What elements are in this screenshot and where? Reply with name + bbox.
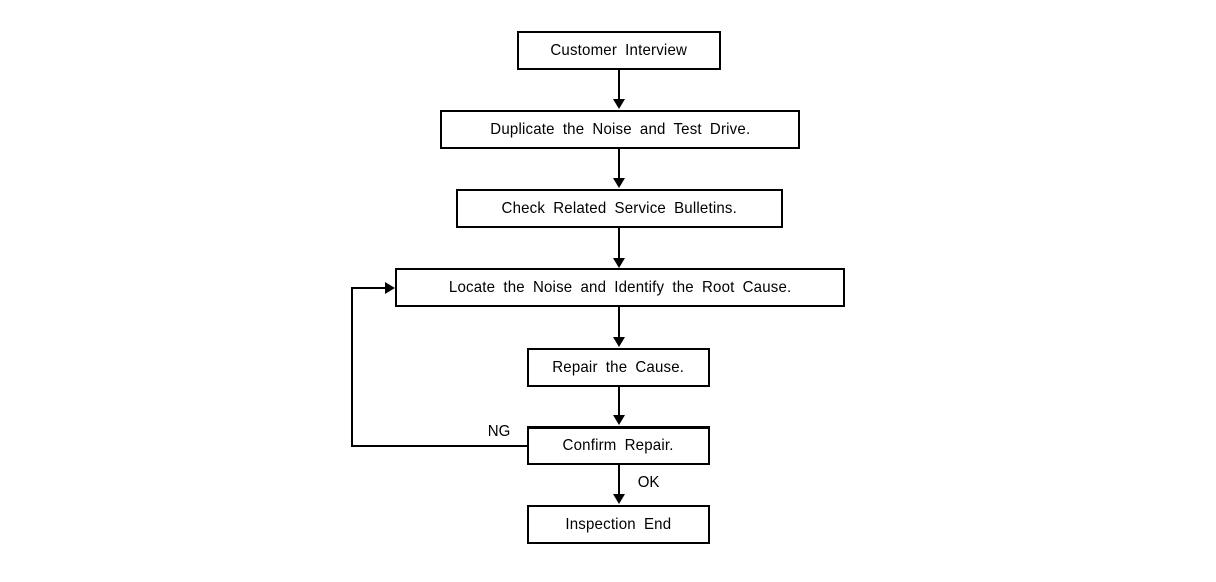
node-label: Inspection End: [565, 515, 672, 533]
node-label: Repair the Cause.: [552, 358, 685, 376]
arrowhead-down-icon: [613, 99, 625, 109]
connector-locate-to-repair: [618, 307, 620, 339]
arrowhead-down-icon: [613, 178, 625, 188]
node-label: Locate the Noise and Identify the Root C…: [448, 278, 792, 296]
node-locate-noise[interactable]: Locate the Noise and Identify the Root C…: [395, 268, 845, 307]
edge-label-ok: OK: [637, 474, 660, 491]
node-duplicate-noise[interactable]: Duplicate the Noise and Test Drive.: [440, 110, 800, 149]
edge-label-ng: NG: [487, 423, 511, 440]
ng-loop-horizontal-bottom: [351, 445, 528, 447]
node-label: Customer Interview: [550, 41, 688, 59]
arrowhead-down-icon: [613, 337, 625, 347]
node-label: Duplicate the Noise and Test Drive.: [489, 120, 750, 138]
arrowhead-right-icon: [385, 282, 395, 294]
node-service-bulletins[interactable]: Check Related Service Bulletins.: [456, 189, 783, 228]
node-label: Confirm Repair.: [562, 437, 675, 454]
node-repair-cause[interactable]: Repair the Cause.: [527, 348, 710, 387]
arrowhead-down-icon: [613, 415, 625, 425]
connector-interview-to-duplicate: [618, 70, 620, 102]
connector-repair-to-confirm: [618, 387, 620, 417]
ng-loop-vertical: [351, 288, 353, 447]
connector-confirm-to-end: [618, 465, 620, 496]
node-label: Check Related Service Bulletins.: [501, 199, 738, 217]
arrowhead-down-icon: [613, 258, 625, 268]
node-inspection-end[interactable]: Inspection End: [527, 505, 710, 544]
ng-loop-horizontal-top: [351, 287, 389, 289]
connector-duplicate-to-bulletins: [618, 149, 620, 181]
node-customer-interview[interactable]: Customer Interview: [517, 31, 721, 70]
arrowhead-down-icon: [613, 494, 625, 504]
node-confirm-repair[interactable]: Confirm Repair.: [527, 426, 710, 465]
connector-bulletins-to-locate: [618, 228, 620, 260]
